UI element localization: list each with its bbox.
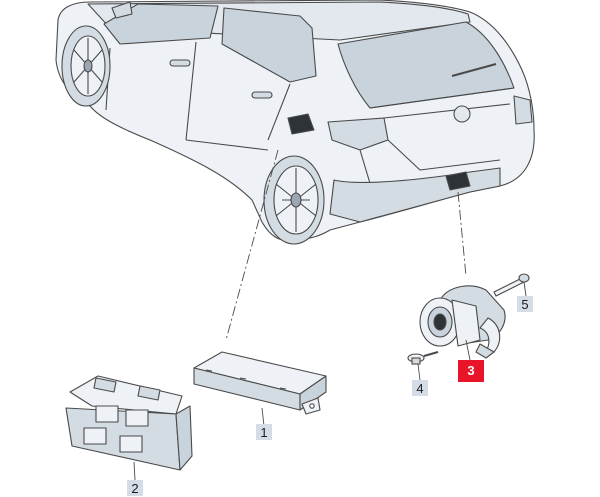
callout-1-label: 1	[260, 425, 267, 440]
car-rear-wheel	[263, 155, 325, 245]
part-4-screw	[407, 351, 439, 365]
car-hatch-lines	[359, 87, 515, 191]
callout-3-box	[458, 360, 484, 382]
car-rear-badge	[453, 105, 471, 123]
leader-part-2	[133, 461, 136, 481]
callout-5-label: 5	[521, 297, 528, 312]
part-1-control-unit	[193, 351, 327, 415]
callout-3-label: 3	[467, 363, 474, 378]
callout-2-box	[127, 480, 143, 496]
car-tail-light-right	[513, 95, 533, 125]
part-2-connector-block	[65, 375, 193, 471]
callout-4[interactable]: 4	[412, 380, 428, 396]
part-3-tow-socket	[419, 285, 506, 359]
car-front-wheel	[61, 25, 111, 107]
callout-2-label: 2	[131, 481, 138, 496]
callout-1[interactable]: 1	[256, 424, 272, 440]
callout-1-box	[256, 424, 272, 440]
callout-5-box	[517, 296, 533, 312]
car-rear-wiper	[451, 63, 497, 77]
callout-4-label: 4	[416, 381, 423, 396]
car-side-mirror	[111, 1, 133, 19]
callout-2[interactable]: 2	[127, 480, 143, 496]
leader-to-socket	[457, 191, 467, 277]
callout-5[interactable]: 5	[517, 296, 533, 312]
leader-lines	[225, 149, 467, 341]
part-5-bolt	[493, 273, 530, 297]
leader-part-3	[465, 339, 471, 361]
callout-4-box	[412, 380, 428, 396]
leader-to-control-unit	[225, 149, 279, 341]
callout-3[interactable]: 3	[458, 360, 484, 382]
car-door-handle-front	[169, 59, 191, 67]
car-tail-light-left	[327, 117, 389, 151]
leader-part-5	[523, 281, 527, 297]
leader-part-1	[261, 407, 265, 427]
car-charge-flap	[287, 113, 315, 135]
leader-part-4	[417, 363, 421, 381]
car-rear-side-window	[221, 7, 317, 83]
vehicle-illustration	[55, 0, 535, 245]
car-door-handle-rear	[251, 91, 273, 99]
car-tow-socket-opening	[445, 171, 471, 191]
